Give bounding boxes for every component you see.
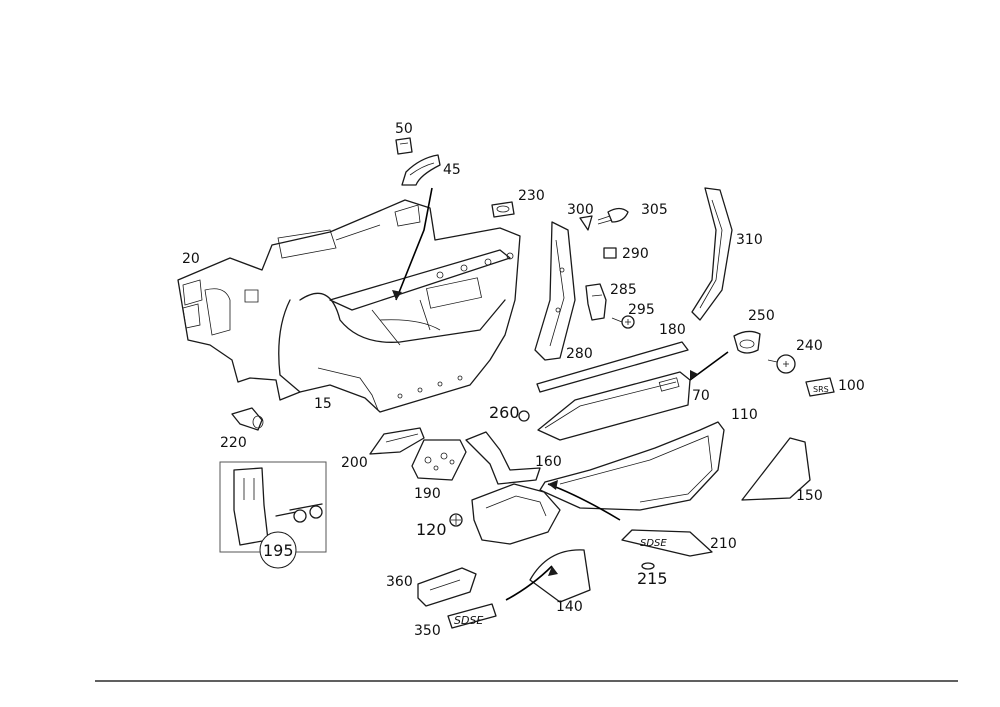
label-150: 150 [796, 488, 823, 504]
panel-part-150 [741, 437, 811, 501]
label-120: 120 [416, 520, 447, 539]
label-215: 215 [637, 569, 668, 588]
label-15: 15 [314, 396, 332, 412]
door-inner-frame [177, 199, 521, 413]
clip-part-290 [603, 247, 617, 259]
pillar-trim-part-310 [691, 187, 733, 321]
srs-badge-text: SRS [813, 385, 829, 394]
label-140: 140 [556, 599, 583, 615]
label-350: 350 [414, 623, 441, 639]
switch-cover-part-200 [369, 427, 425, 455]
label-300: 300 [567, 202, 594, 218]
label-250: 250 [748, 308, 775, 324]
cap-part-240 [767, 354, 796, 374]
label-285: 285 [610, 282, 637, 298]
cover-part-140 [529, 549, 591, 603]
label-305: 305 [641, 202, 668, 218]
part-number-labels: 50 45 230 300 305 310 20 290 285 295 250… [182, 121, 865, 639]
srs-badge-part-100: SRS [805, 377, 835, 397]
label-280: 280 [566, 346, 593, 362]
door-panel-part-110 [539, 421, 725, 511]
arrow-heads [392, 290, 698, 576]
handle-trim-part-160 [465, 431, 541, 485]
label-360: 360 [386, 574, 413, 590]
label-310: 310 [736, 232, 763, 248]
label-20: 20 [182, 251, 200, 267]
trim-rail-part-180 [536, 341, 689, 393]
inset-detail-195 [219, 461, 327, 569]
label-260: 260 [489, 403, 520, 422]
switch-panel-part-190 [411, 439, 467, 481]
label-180: 180 [659, 322, 686, 338]
label-200: 200 [341, 455, 368, 471]
fastener-part-120 [449, 513, 463, 527]
clip-part-50 [395, 137, 413, 155]
trim-strip-part-280 [534, 221, 576, 361]
label-110: 110 [731, 407, 758, 423]
label-50: 50 [395, 121, 413, 137]
speaker-grille-part-210: SDSE [621, 529, 713, 557]
emblem-part-350: SDSE [447, 603, 497, 629]
clip-part-300 [579, 215, 593, 231]
bracket-part-285 [585, 283, 607, 321]
door-handle-part-45 [401, 154, 441, 186]
screw-part-295 [611, 315, 635, 329]
label-220: 220 [220, 435, 247, 451]
cover-part-230 [491, 201, 515, 218]
clip-part-220 [231, 407, 264, 431]
speaker-grille-logo: SDSE [640, 538, 667, 549]
screw-part-305 [597, 207, 629, 225]
label-100: 100 [838, 378, 865, 394]
bracket-part-360 [417, 567, 477, 607]
label-210: 210 [710, 536, 737, 552]
label-70: 70 [692, 388, 710, 404]
label-195: 195 [263, 541, 294, 560]
label-290: 290 [622, 246, 649, 262]
lower-pocket-panel [471, 483, 561, 545]
label-295: 295 [628, 302, 655, 318]
emblem-text: SDSE [454, 614, 483, 627]
label-230: 230 [518, 188, 545, 204]
clip-part-215 [641, 562, 655, 570]
label-240: 240 [796, 338, 823, 354]
label-45: 45 [443, 162, 461, 178]
label-190: 190 [414, 486, 441, 502]
plug-part-260 [518, 410, 530, 422]
label-160: 160 [535, 454, 562, 470]
grommet-part-250 [733, 330, 761, 354]
